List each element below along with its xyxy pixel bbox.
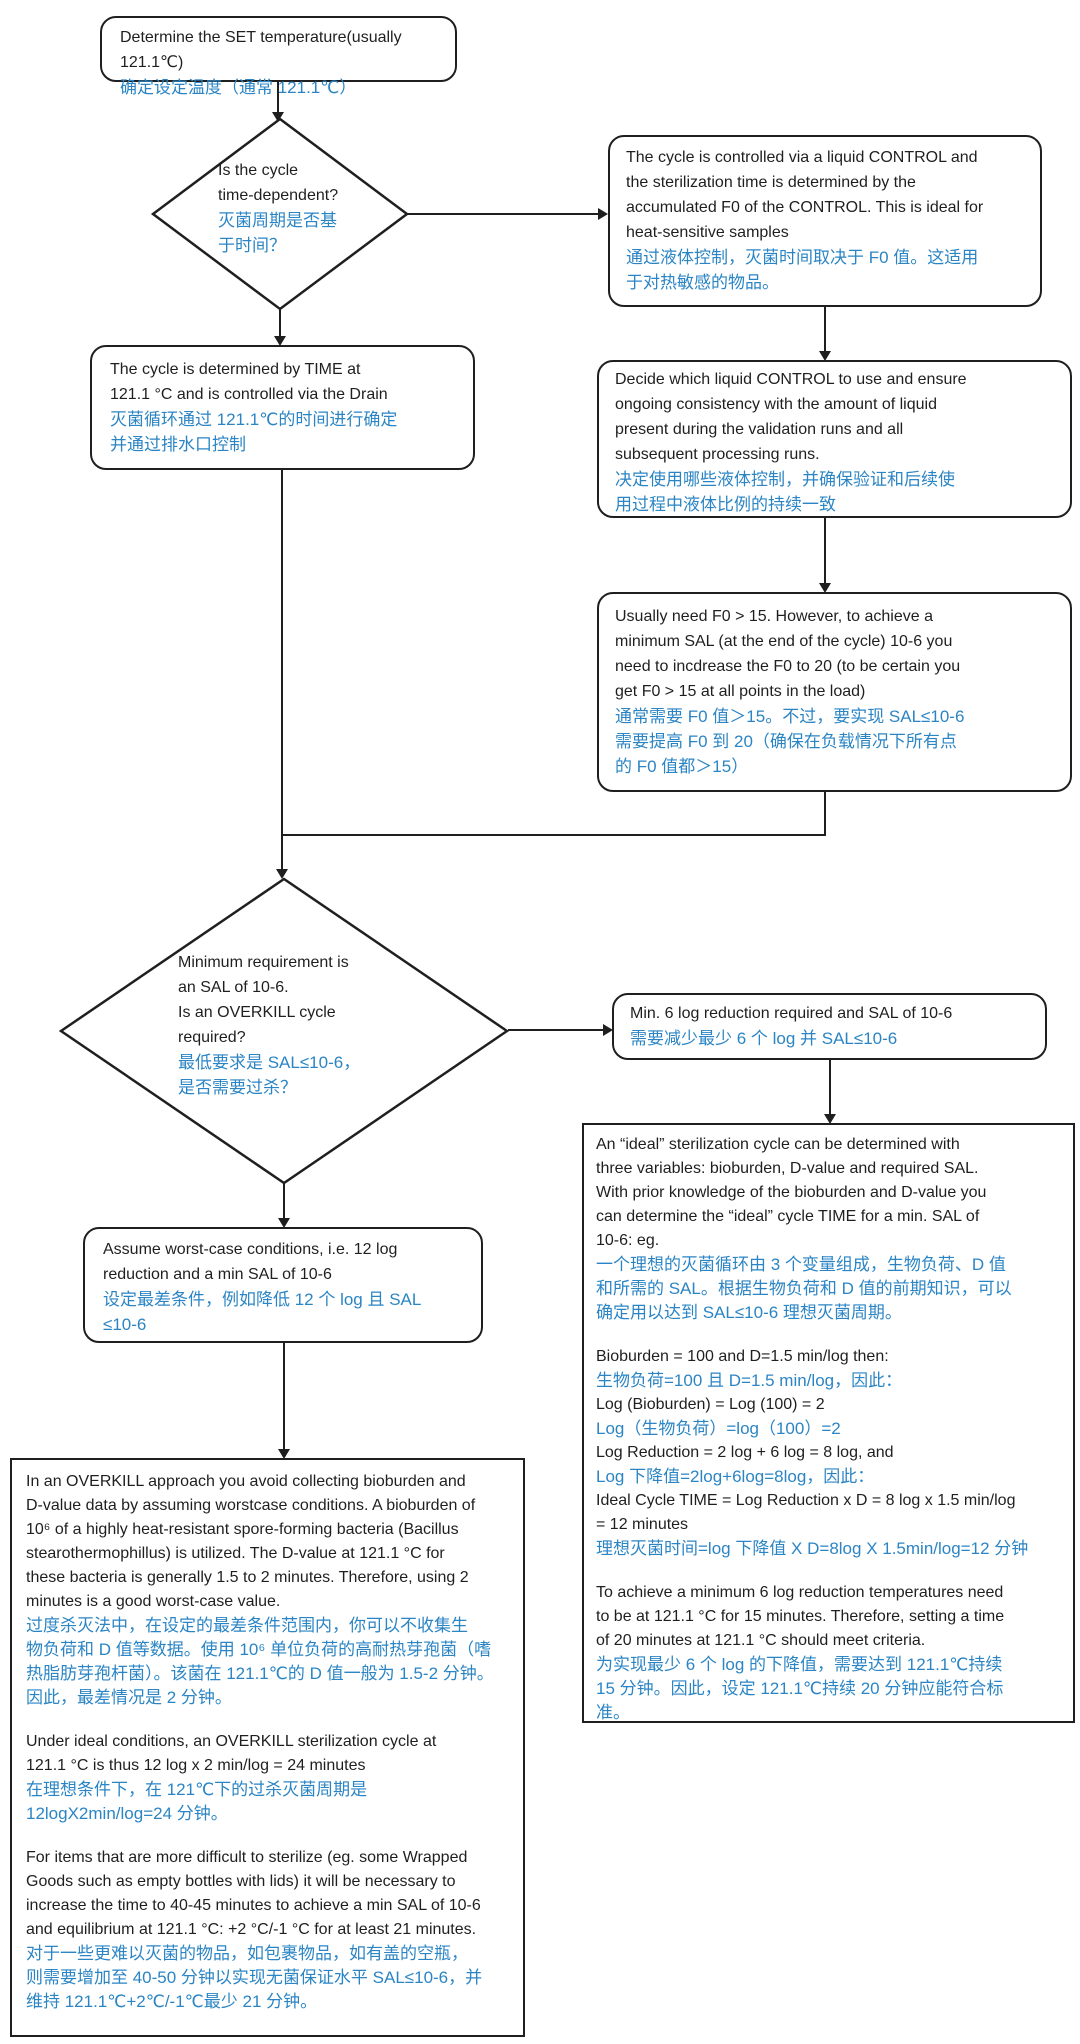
arrowhead-d1-to-liquid: [598, 208, 608, 220]
min-log-reduction-box: Min. 6 log reduction required and SAL of…: [612, 993, 1047, 1060]
worst-case-text-en: Assume worst-case conditions, i.e. 12 lo…: [103, 1241, 398, 1283]
ideal-cycle-p3-en: To achieve a minimum 6 log reduction tem…: [596, 1584, 1005, 1649]
ideal-cycle-p1-cn: 一个理想的灭菌循环由 3 个变量组成，生物负荷、D 值 和所需的 SAL。根据生…: [596, 1255, 1012, 1322]
arrowhead-d1-to-time: [274, 336, 286, 346]
overkill-approach-p1-en: In an OVERKILL approach you avoid collec…: [26, 1473, 476, 1610]
worst-case-text-cn: 设定最差条件，例如降低 12 个 log 且 SAL ≤10-6: [103, 1290, 422, 1334]
decision-overkill-text: Minimum requirement is an SAL of 10-6. I…: [178, 950, 403, 1100]
start-box: Determine the SET temperature(usually 12…: [100, 16, 457, 97]
overkill-approach-p2-en: Under ideal conditions, an OVERKILL ster…: [26, 1733, 437, 1774]
decide-liquid-box: Decide which liquid CONTROL to use and e…: [597, 360, 1072, 518]
min-log-reduction-text-cn: 需要减少最少 6 个 log 并 SAL≤10-6: [630, 1029, 898, 1048]
connector-minlog-to-ideal: [829, 1060, 831, 1115]
arrowhead-d2-to-minlog: [603, 1024, 613, 1036]
decision-time-dependent-shape: [150, 117, 410, 311]
arrowhead-d2-to-worst: [278, 1218, 290, 1228]
decide-liquid-text-cn: 决定使用哪些液体控制，并确保验证和后续使 用过程中液体比例的持续一致: [615, 470, 955, 514]
decision-time-dependent-text-en: Is the cycle time-dependent?: [218, 162, 339, 204]
ideal-cycle-l4-cn: 理想灭菌时间=log 下降值 X D=8log X 1.5min/log=12 …: [596, 1539, 1029, 1558]
min-log-reduction-text-en: Min. 6 log reduction required and SAL of…: [630, 1005, 953, 1022]
start-box-text-cn: 确定设定温度（通常 121.1℃）: [120, 78, 357, 97]
ideal-cycle-l1-cn: 生物负荷=100 且 D=1.5 min/log，因此：: [596, 1371, 903, 1390]
connector-time-to-d2: [281, 470, 283, 870]
decide-liquid-text-en: Decide which liquid CONTROL to use and e…: [615, 371, 967, 463]
ideal-cycle-p1-en: An “ideal” sterilization cycle can be de…: [596, 1136, 987, 1249]
connector-start-to-d1: [277, 82, 279, 113]
decision-overkill-shape: [58, 877, 510, 1185]
ideal-cycle-l1-en: Bioburden = 100 and D=1.5 min/log then:: [596, 1348, 889, 1365]
decision-time-dependent-text: Is the cycle time-dependent? 灭菌周期是否基 于时间…: [218, 158, 368, 258]
ideal-cycle-l2-cn: Log（生物负荷）=log（100）=2: [596, 1419, 841, 1438]
connector-worst-to-overkill: [283, 1343, 285, 1450]
time-cycle-text-cn: 灭菌循环通过 121.1℃的时间进行确定 并通过排水口控制: [110, 410, 398, 454]
ideal-cycle-l4-en: Ideal Cycle TIME = Log Reduction x D = 8…: [596, 1492, 1016, 1533]
start-box-text-en: Determine the SET temperature(usually 12…: [120, 29, 402, 71]
connector-liquid-to-decide: [824, 307, 826, 352]
arrowhead-decide-to-f0: [819, 583, 831, 593]
decision-overkill-text-en: Minimum requirement is an SAL of 10-6. I…: [178, 954, 349, 1046]
f0-requirement-box: Usually need F0 > 15. However, to achiev…: [597, 592, 1072, 792]
overkill-approach-p3-en: For items that are more difficult to ste…: [26, 1849, 481, 1938]
ideal-cycle-gap1: [596, 1325, 1073, 1345]
arrowhead-liquid-to-decide: [819, 351, 831, 361]
overkill-approach-gap1: [26, 1710, 523, 1730]
decision-time-dependent-text-cn: 灭菌周期是否基 于时间？: [218, 211, 337, 255]
ideal-cycle-gap2: [596, 1561, 1073, 1581]
arrowhead-time-to-d2: [276, 869, 288, 879]
connector-d2-to-worst: [283, 1182, 285, 1219]
overkill-approach-p2-cn: 在理想条件下，在 121℃下的过杀灭菌周期是 12logX2min/log=24…: [26, 1780, 368, 1823]
overkill-approach-gap2: [26, 1826, 523, 1846]
overkill-approach-p3-cn: 对于一些更难以灭菌的物品，如包裹物品，如有盖的空瓶， 则需要增加至 40-50 …: [26, 1944, 483, 2011]
liquid-control-text-cn: 通过液体控制，灭菌时间取决于 F0 值。这适用 于对热敏感的物品。: [626, 248, 979, 292]
ideal-cycle-box: An “ideal” sterilization cycle can be de…: [582, 1123, 1075, 1723]
worst-case-box: Assume worst-case conditions, i.e. 12 lo…: [83, 1227, 483, 1343]
connector-f0-merge-horizontal: [281, 834, 826, 836]
connector-d1-to-liquid: [407, 213, 599, 215]
ideal-cycle-p3-cn: 为实现最少 6 个 log 的下降值，需要达到 121.1℃持续 15 分钟。因…: [596, 1655, 1004, 1722]
f0-requirement-text-cn: 通常需要 F0 值＞15。不过，要实现 SAL≤10-6 需要提高 F0 到 2…: [615, 707, 965, 776]
time-cycle-box: The cycle is determined by TIME at 121.1…: [90, 345, 475, 470]
decision-overkill-text-cn: 最低要求是 SAL≤10-6， 是否需要过杀？: [178, 1053, 361, 1097]
ideal-cycle-l2-en: Log (Bioburden) = Log (100) = 2: [596, 1396, 825, 1413]
overkill-approach-box: In an OVERKILL approach you avoid collec…: [10, 1458, 525, 2037]
arrowhead-start-to-d1: [272, 112, 284, 122]
connector-decide-to-f0: [824, 518, 826, 584]
liquid-control-box: The cycle is controlled via a liquid CON…: [608, 135, 1042, 307]
time-cycle-text-en: The cycle is determined by TIME at 121.1…: [110, 361, 388, 403]
connector-d1-to-time: [279, 307, 281, 337]
f0-requirement-text-en: Usually need F0 > 15. However, to achiev…: [615, 608, 961, 700]
ideal-cycle-l3-cn: Log 下降值=2log+6log=8log，因此：: [596, 1467, 875, 1486]
overkill-approach-p1-cn: 过度杀灭法中，在设定的最差条件范围内，你可以不收集生 物负荷和 D 值等数据。使…: [26, 1616, 494, 1707]
arrowhead-minlog-to-ideal: [824, 1114, 836, 1124]
connector-d2-to-minlog: [508, 1029, 604, 1031]
arrowhead-worst-to-overkill: [278, 1449, 290, 1459]
liquid-control-text-en: The cycle is controlled via a liquid CON…: [626, 149, 984, 241]
connector-f0-merge-vertical: [824, 792, 826, 836]
ideal-cycle-l3-en: Log Reduction = 2 log + 6 log = 8 log, a…: [596, 1444, 894, 1461]
